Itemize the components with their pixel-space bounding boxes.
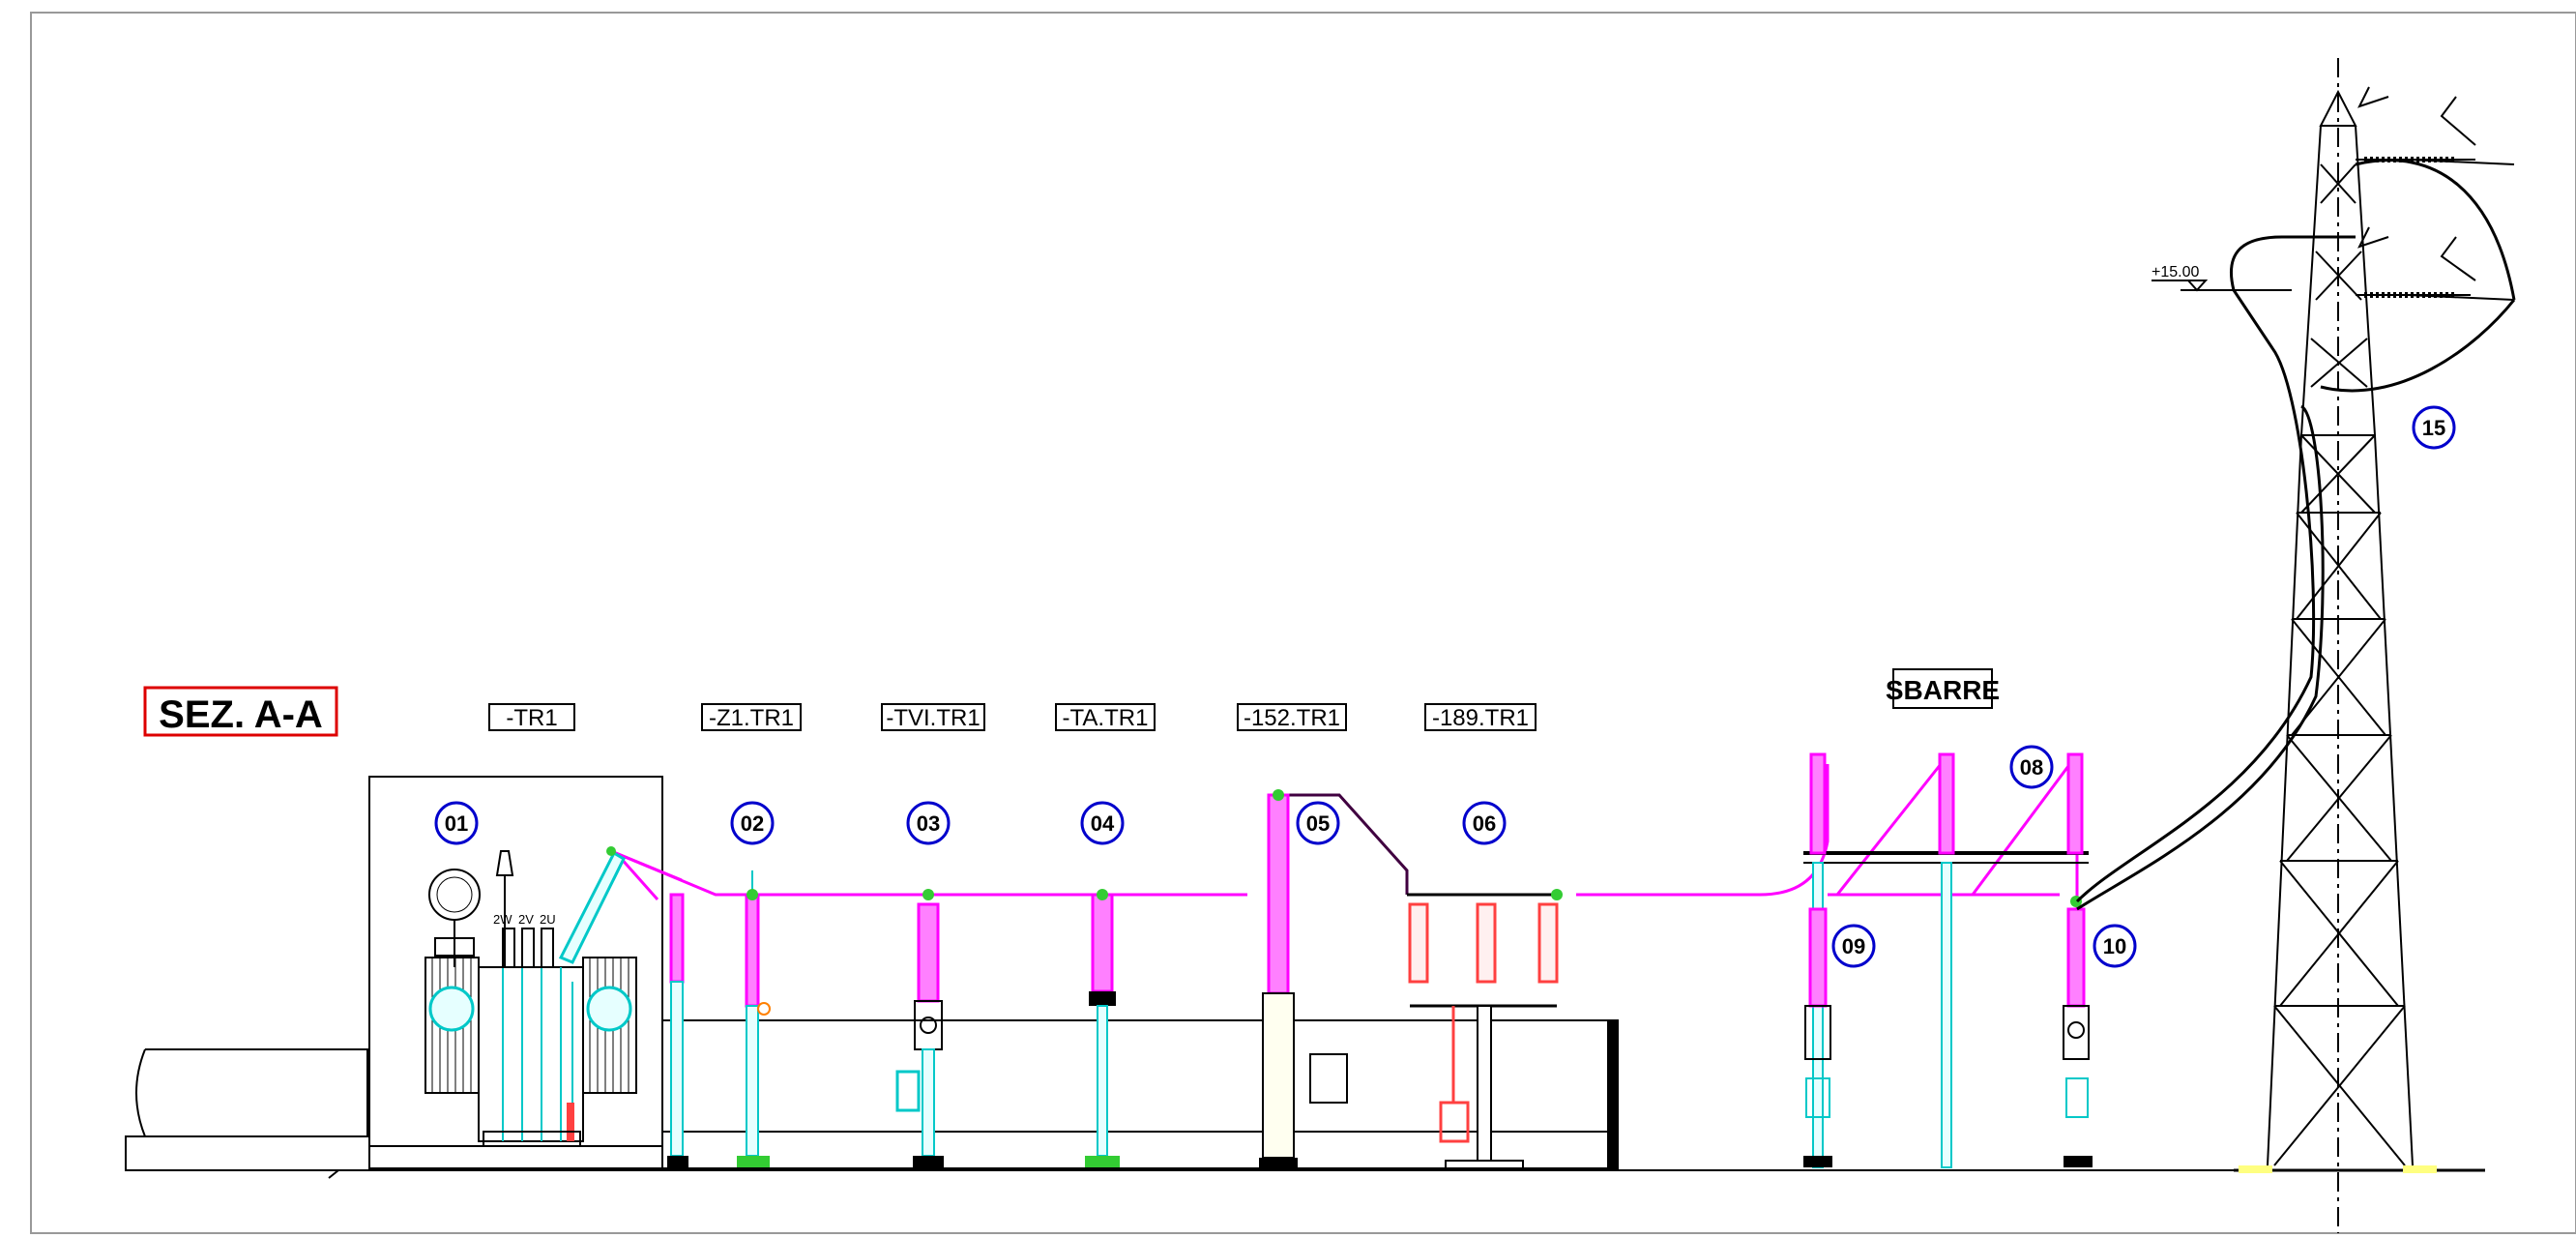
marker-label-05: 05 (1306, 811, 1330, 836)
equipment-label-tr1: -TR1 (506, 705, 557, 731)
phase-label-2u: 2U (540, 912, 556, 927)
section-title-box (143, 686, 338, 737)
equipment-label-tvi: -TVI.TR1 (886, 705, 980, 731)
marker-01: 01 (434, 801, 479, 845)
equipment-label-152: -152.TR1 (1244, 705, 1340, 731)
marker-label-01: 01 (445, 811, 468, 836)
downlead-conductors (2075, 159, 2516, 911)
marker-label-02: 02 (741, 811, 764, 836)
post-insulator-09 (1803, 907, 1832, 1167)
marker-06: 06 (1462, 801, 1507, 845)
equipment-label-z1: -Z1.TR1 (709, 705, 794, 731)
marker-10: 10 (2093, 924, 2137, 968)
power-transformer: 2W 2V 2U (424, 846, 637, 1147)
flexible-connection (1278, 793, 1409, 895)
tower-insulator-strings (2364, 157, 2456, 298)
tower-footings (2239, 1165, 2437, 1173)
label-box-ta (1055, 703, 1156, 731)
marker-label-03: 03 (917, 811, 940, 836)
marker-03: 03 (906, 801, 951, 845)
current-transformer-ta (1085, 889, 1120, 1167)
marker-15: 15 (2412, 405, 2456, 450)
marker-label-06: 06 (1473, 811, 1496, 836)
label-box-152 (1237, 703, 1347, 731)
label-box-tvi (881, 703, 985, 731)
surge-arrester-z1 (737, 870, 771, 1167)
voltage-transformer-tvi (895, 889, 944, 1167)
marker-label-09: 09 (1842, 934, 1865, 958)
elevation-mark (2152, 280, 2292, 292)
marker-02: 02 (730, 801, 775, 845)
sheet-frame (30, 12, 2576, 1234)
circuit-breaker-152 (1259, 789, 1348, 1167)
equipment-label-ta: -TA.TR1 (1063, 705, 1149, 731)
ground-and-foundations (125, 776, 2485, 1179)
phase-label-2v: 2V (518, 912, 534, 927)
label-box-tr1 (488, 703, 575, 731)
phase-label-2w: 2W (493, 912, 512, 927)
marker-label-08: 08 (2020, 755, 2043, 780)
marker-04: 04 (1080, 801, 1125, 845)
marker-09: 09 (1831, 924, 1876, 968)
transmission-tower (2234, 58, 2515, 1233)
marker-label-15: 15 (2422, 416, 2445, 440)
busbar-label: SBARRE (1886, 675, 2000, 705)
surge-arrester-left (667, 893, 688, 1167)
section-title: SEZ. A-A (159, 693, 323, 736)
label-box-z1 (701, 703, 802, 731)
elevation-value: +15.00 (2152, 264, 2199, 280)
marker-08: 08 (2009, 745, 2054, 789)
marker-label-10: 10 (2103, 934, 2126, 958)
conductors (610, 753, 2079, 909)
busbar-label-box (1892, 668, 1993, 709)
post-insulator-10 (2063, 896, 2093, 1167)
disconnector-189 (1407, 889, 1563, 1171)
equipment-label-189: -189.TR1 (1432, 705, 1529, 731)
equipment-label-group: -TR1 -Z1.TR1 -TVI.TR1 -TA.TR1 -152.TR1 -… (488, 703, 1537, 731)
marker-label-04: 04 (1091, 811, 1115, 836)
marker-05: 05 (1296, 801, 1340, 845)
label-box-189 (1424, 703, 1537, 731)
